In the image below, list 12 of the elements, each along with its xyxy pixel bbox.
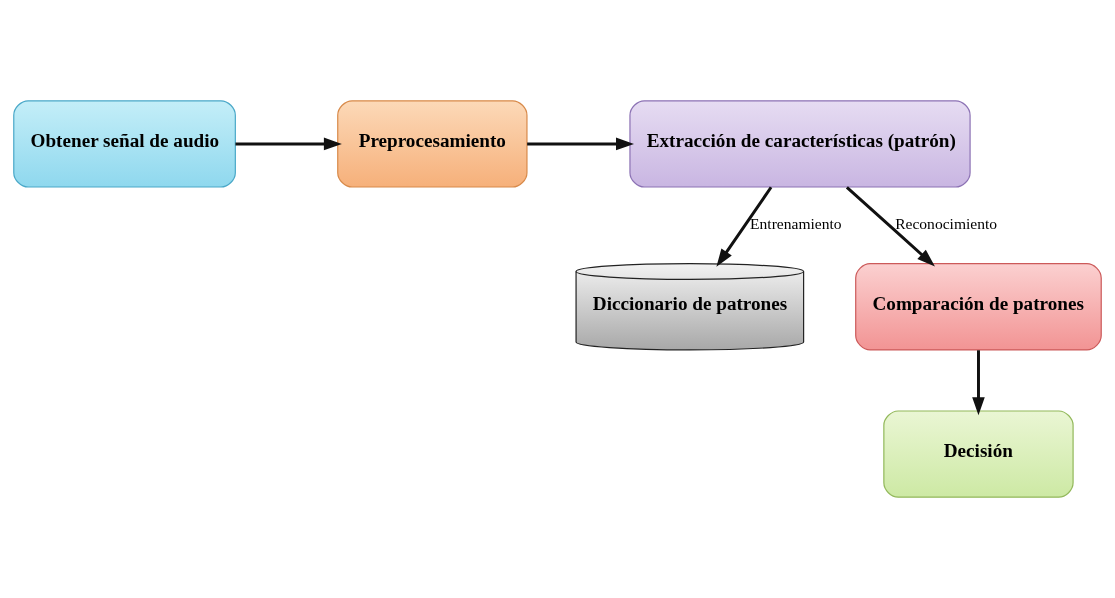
arrow <box>845 186 935 267</box>
node-box: Decisión <box>883 410 1074 498</box>
node-box: Comparación de patrones <box>855 263 1102 351</box>
arrow <box>235 137 342 151</box>
node-box: Obtener señal de audio <box>13 100 236 188</box>
arrow <box>972 350 985 416</box>
arrow <box>527 137 634 151</box>
edge-label: Reconocimiento <box>895 215 998 233</box>
arrow <box>716 186 773 267</box>
edge-label: Entrenamiento <box>750 215 842 233</box>
node-box: Extracción de características (patrón) <box>629 100 971 188</box>
node-box: Preprocesamiento <box>337 100 528 188</box>
